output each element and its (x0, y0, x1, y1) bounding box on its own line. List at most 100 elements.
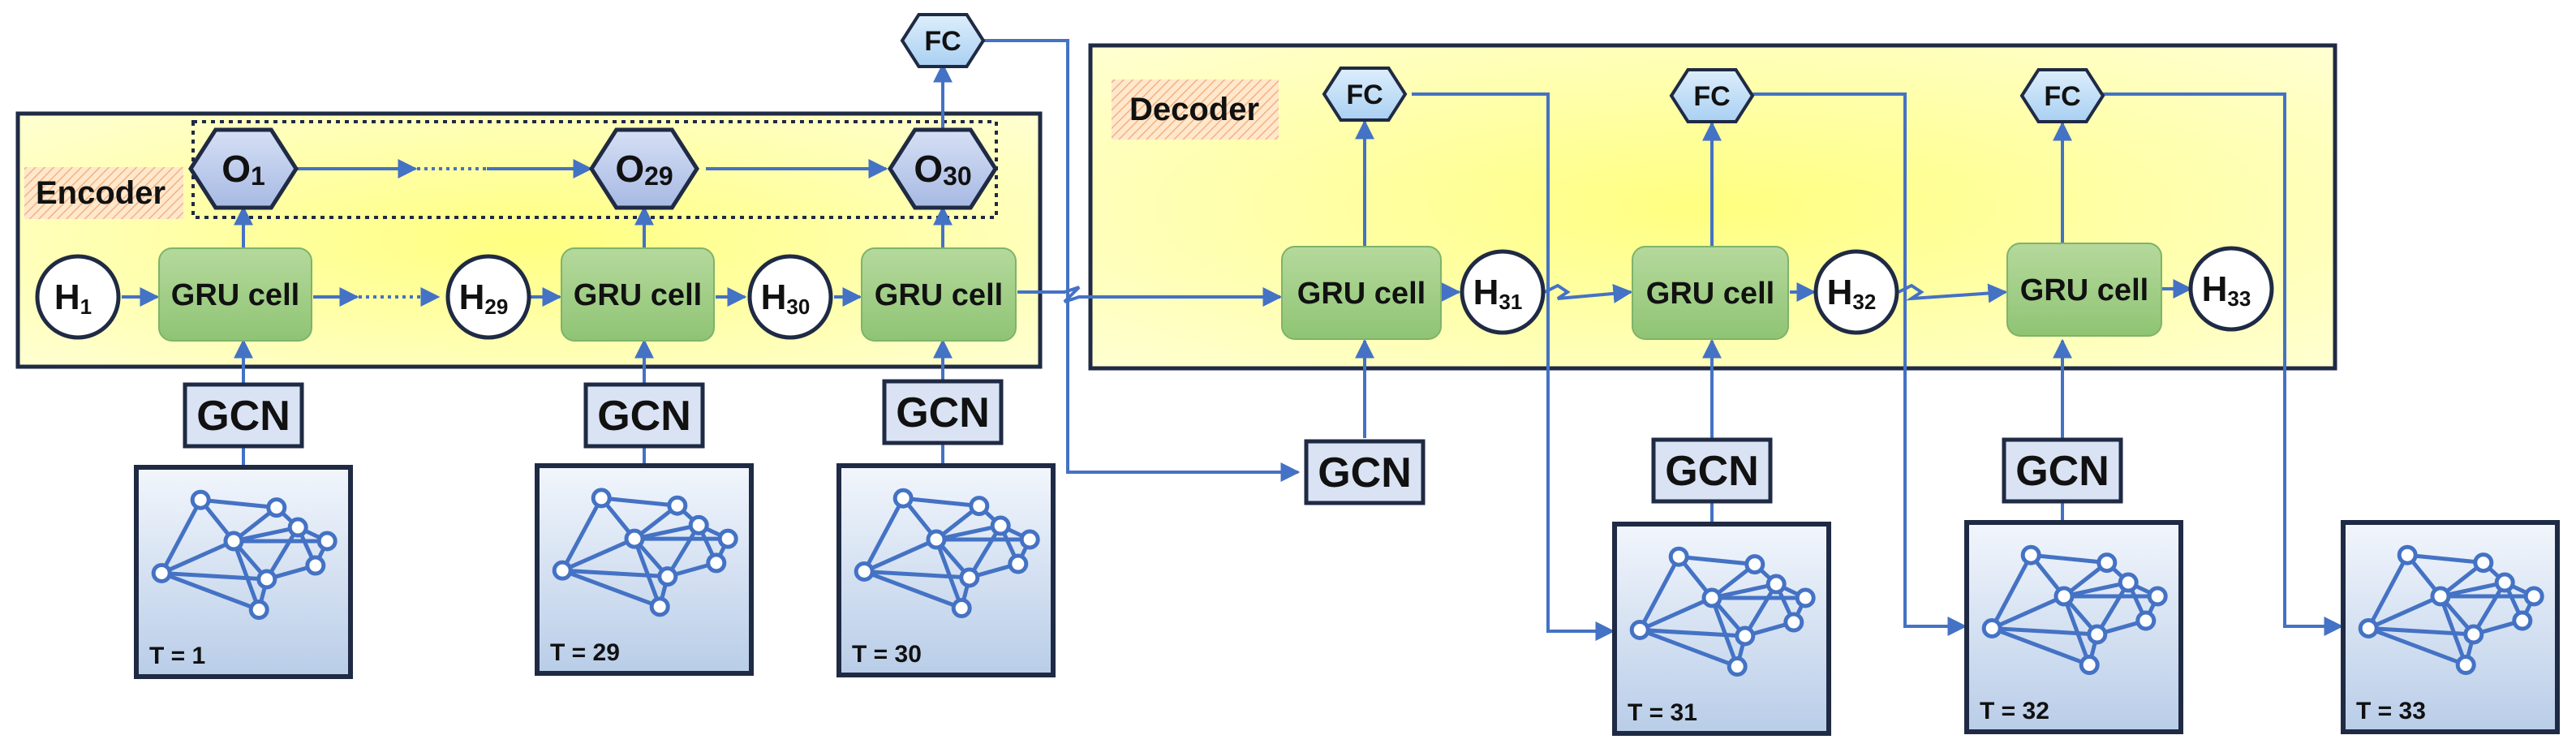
hidden-state-label: H33 (2202, 269, 2251, 311)
graph-node (256, 569, 277, 590)
graph-node (1783, 612, 1804, 633)
fc-layer-32: FC (1669, 68, 1755, 123)
graph-node (2494, 572, 2515, 593)
fc-label: FC (1346, 80, 1383, 110)
graph-node (151, 562, 172, 583)
graph-node (266, 497, 287, 518)
time-step-label: T = 29 (550, 639, 620, 666)
graph-node (1727, 656, 1748, 677)
fc-layer-33: FC (2019, 68, 2105, 123)
output-label: O29 (615, 148, 673, 191)
graph-node (2523, 586, 2544, 607)
graph-node (926, 529, 947, 550)
gru-cell-label: GRU cell (171, 278, 299, 312)
hidden-state-h33: H33 (2188, 246, 2274, 332)
gcn-block-30: GCN (882, 379, 1004, 445)
arrow-fc30-gcn31 (982, 39, 1301, 482)
graph-node (2118, 572, 2139, 593)
output-label: O30 (914, 148, 971, 191)
gcn-block-31: GCN (1304, 439, 1426, 505)
hidden-state-h1: H1 (35, 254, 121, 340)
arrow-h31-gru32 (1544, 283, 1633, 303)
gru-cell-31: GRU cell (1281, 246, 1442, 340)
graph-node (717, 528, 738, 549)
graph-node (1668, 546, 1689, 567)
gcn-label: GCN (1318, 449, 1412, 497)
graph-node (2358, 617, 2379, 638)
gcn-label: GCN (196, 393, 290, 440)
fc-layer-31: FC (1322, 67, 1408, 122)
graph-snapshot: T = 29 (535, 463, 754, 676)
output-o1: O1 (188, 127, 299, 210)
graph-snapshot: T = 1 (134, 465, 353, 679)
graph-node (223, 531, 244, 552)
graph-node (624, 528, 645, 549)
gcn-label: GCN (2015, 448, 2109, 495)
graph-node (1981, 617, 2002, 638)
graph-node (706, 552, 727, 574)
graph-snapshot: T = 30 (836, 463, 1056, 677)
fc-label: FC (2044, 81, 2080, 112)
graph-node (2473, 552, 2494, 574)
graph-node (2512, 610, 2533, 631)
gru-cell-label: GRU cell (875, 278, 1003, 312)
graph-snapshot: T = 33 (2341, 520, 2560, 734)
graph-node (2397, 544, 2418, 565)
fc-label: FC (924, 26, 961, 57)
gru-cell-29: GRU cell (561, 247, 715, 342)
gcn-block-29: GCN (583, 382, 705, 449)
graph-node (1765, 574, 1787, 595)
graph-node (2096, 552, 2118, 574)
graph-node (2147, 586, 2168, 607)
encoder-title: Encoder (36, 175, 166, 211)
gru-cell-33: GRU cell (2006, 243, 2162, 337)
graph-snapshot: T = 31 (1612, 522, 1831, 736)
hidden-state-h29: H29 (445, 254, 531, 340)
graph-node (591, 488, 612, 509)
decoder-title: Decoder (1129, 92, 1259, 127)
fc-layer-30: FC (900, 13, 986, 68)
graph-node (649, 596, 670, 617)
graph-node (2087, 624, 2108, 645)
graph-node (287, 517, 308, 538)
graph-node (1701, 587, 1722, 608)
graph-node (248, 600, 269, 621)
graph-node (969, 496, 990, 517)
graph-node (688, 514, 709, 535)
graph-node (854, 561, 875, 582)
hidden-state-label: H29 (459, 277, 509, 319)
graph-node (2020, 544, 2041, 565)
graph-node (1019, 529, 1040, 550)
graph-node (316, 531, 338, 552)
fc-label: FC (1693, 81, 1730, 112)
graph-node (990, 515, 1011, 536)
output-o30: O30 (888, 127, 998, 210)
gcn-block-1: GCN (183, 382, 304, 449)
arrow-fc31-graph31 (1412, 92, 1615, 641)
gcn-block-33: GCN (2002, 437, 2123, 504)
hidden-state-label: H1 (54, 277, 92, 319)
graph-node (2135, 610, 2157, 631)
gcn-label: GCN (597, 393, 691, 440)
gru-cell-30: GRU cell (861, 247, 1017, 342)
time-step-label: T = 31 (1628, 699, 1697, 726)
gru-cell-1: GRU cell (158, 247, 312, 342)
graph-node (552, 560, 573, 581)
gru-cell-label: GRU cell (2020, 273, 2148, 307)
graph-node (951, 598, 972, 619)
graph-node (1008, 553, 1029, 574)
hidden-state-label: H30 (761, 277, 811, 319)
graph-node (892, 488, 914, 509)
encoder-title-bg (24, 167, 183, 219)
gcn-block-32: GCN (1651, 437, 1773, 504)
gru-cell-label: GRU cell (1297, 277, 1426, 311)
hidden-state-label: H31 (1473, 273, 1523, 314)
graph-node (2463, 624, 2484, 645)
gru-cell-label: GRU cell (574, 278, 702, 312)
decoder-title-bg (1112, 80, 1279, 140)
output-label: O1 (221, 148, 265, 191)
output-o29: O29 (589, 127, 699, 210)
graph-node (2079, 655, 2100, 676)
time-step-label: T = 30 (852, 641, 922, 668)
